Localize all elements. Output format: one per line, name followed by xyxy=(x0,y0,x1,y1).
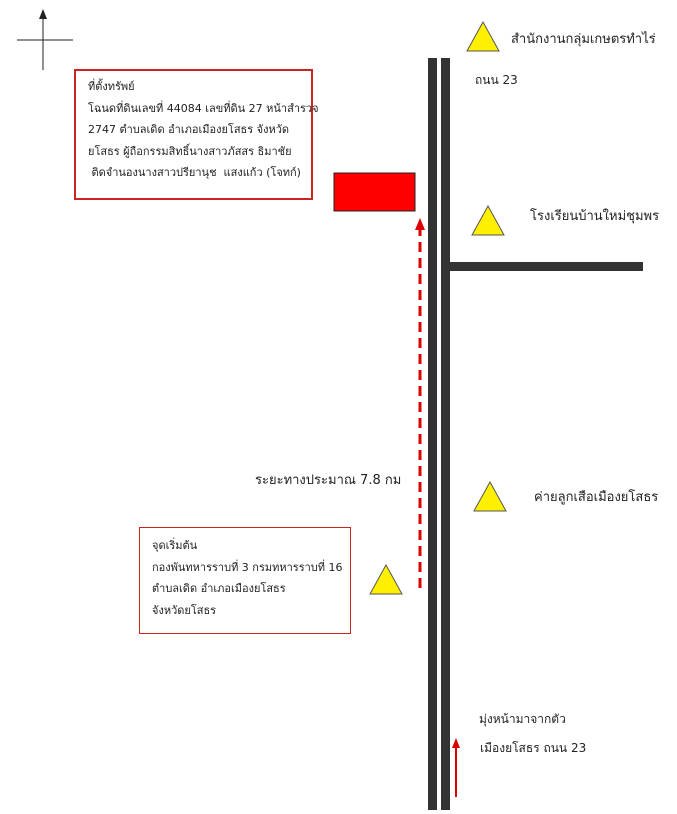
distance-label: ระยะทางประมาณ 7.8 กม xyxy=(255,473,402,488)
direction-note-line2: เมืองยโสธร ถนน 23 xyxy=(480,741,587,755)
landmark-triangle-start xyxy=(369,563,403,595)
start-box-line: กองพันทหารราบที่ 3 กรมทหารราบที่ 16 xyxy=(152,560,343,574)
landmark-triangle-office xyxy=(466,20,500,52)
start-box: จุดเริ่มต้น กองพันทหารราบที่ 3 กรมทหารรา… xyxy=(139,527,351,634)
scout-camp-label: ค่ายลูกเสือเมืองยโสธร xyxy=(534,490,659,505)
main-road-east-lane xyxy=(441,58,450,810)
north-arrow-icon xyxy=(17,9,73,70)
office-label: สำนักงานกลุ่มเกษตรทำไร่ xyxy=(511,32,656,47)
start-box-line: ตำบลเดิด อำเภอเมืองยโสธร xyxy=(152,582,286,595)
side-road xyxy=(448,262,643,271)
property-box-title: ที่ตั้งทรัพย์ xyxy=(88,80,135,93)
property-box-line: ติดจำนองนางสาวปรียานุช แสงแก้ว (โจทก์) xyxy=(88,166,301,179)
route-arrow-head xyxy=(415,218,425,230)
property-marker xyxy=(333,172,416,212)
main-road-west-lane xyxy=(428,58,437,810)
start-box-line: จังหวัดยโสธร xyxy=(152,603,217,617)
property-box-line: 2747 ตำบลเดิด อำเภอเมืองยโสธร จังหวัด xyxy=(88,123,290,136)
landmark-triangle-school xyxy=(471,204,505,236)
road-number-label: ถนน 23 xyxy=(475,73,518,87)
property-box: ที่ตั้งทรัพย์ โฉนดที่ดินเลขที่ 44084 เลข… xyxy=(74,69,319,200)
direction-note-line1: มุ่งหน้ามาจากตัว xyxy=(479,712,566,726)
property-box-line: ยโสธร ผู้ถือกรรมสิทธิ์นางสาวภัสสร ธิมาชั… xyxy=(88,144,292,158)
start-box-title: จุดเริ่มต้น xyxy=(152,539,198,552)
landmark-triangle-scout-camp xyxy=(473,480,507,512)
property-box-line: โฉนดที่ดินเลขที่ 44084 เลขที่ดิน 27 หน้า… xyxy=(88,101,319,115)
travel-arrow-head xyxy=(452,738,460,748)
school-label: โรงเรียนบ้านใหม่ชุมพร xyxy=(530,209,660,224)
